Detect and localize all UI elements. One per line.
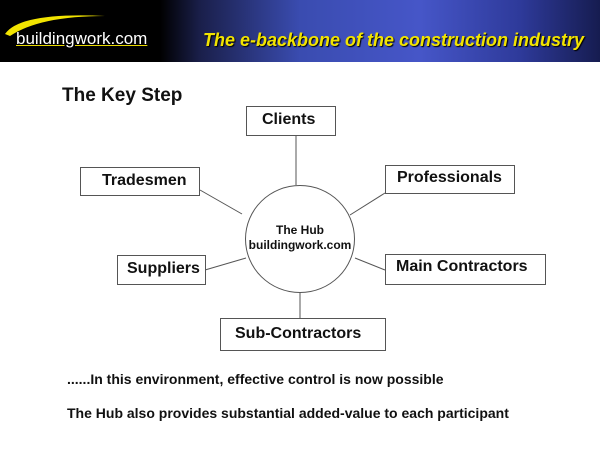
connector-tradesmen	[199, 189, 243, 215]
note-control: ......In this environment, effective con…	[67, 371, 444, 387]
suppliers-box: Suppliers	[117, 255, 206, 285]
header-banner: buildingwork.com The e-backbone of the c…	[0, 0, 600, 62]
main-contractors-box: Main Contractors	[385, 254, 546, 285]
clients-box: Clients	[246, 106, 336, 136]
page-title: The Key Step	[62, 85, 183, 106]
sub-contractors-box: Sub-Contractors	[220, 318, 386, 351]
hub-circle: The Hub buildingwork.com	[245, 185, 355, 293]
connector-professionals	[349, 192, 386, 216]
tradesmen-box: Tradesmen	[80, 167, 200, 196]
tagline: The e-backbone of the construction indus…	[203, 30, 585, 50]
professionals-box: Professionals	[385, 165, 515, 194]
hub-site: buildingwork.com	[248, 238, 352, 252]
logo-swoosh-icon	[5, 15, 105, 36]
connector-main-contractors	[354, 257, 386, 271]
logo: buildingwork.com	[16, 29, 148, 48]
hub-title: The Hub	[276, 223, 324, 237]
connector-suppliers	[204, 257, 247, 271]
note-added-value: The Hub also provides substantial added-…	[67, 405, 509, 421]
